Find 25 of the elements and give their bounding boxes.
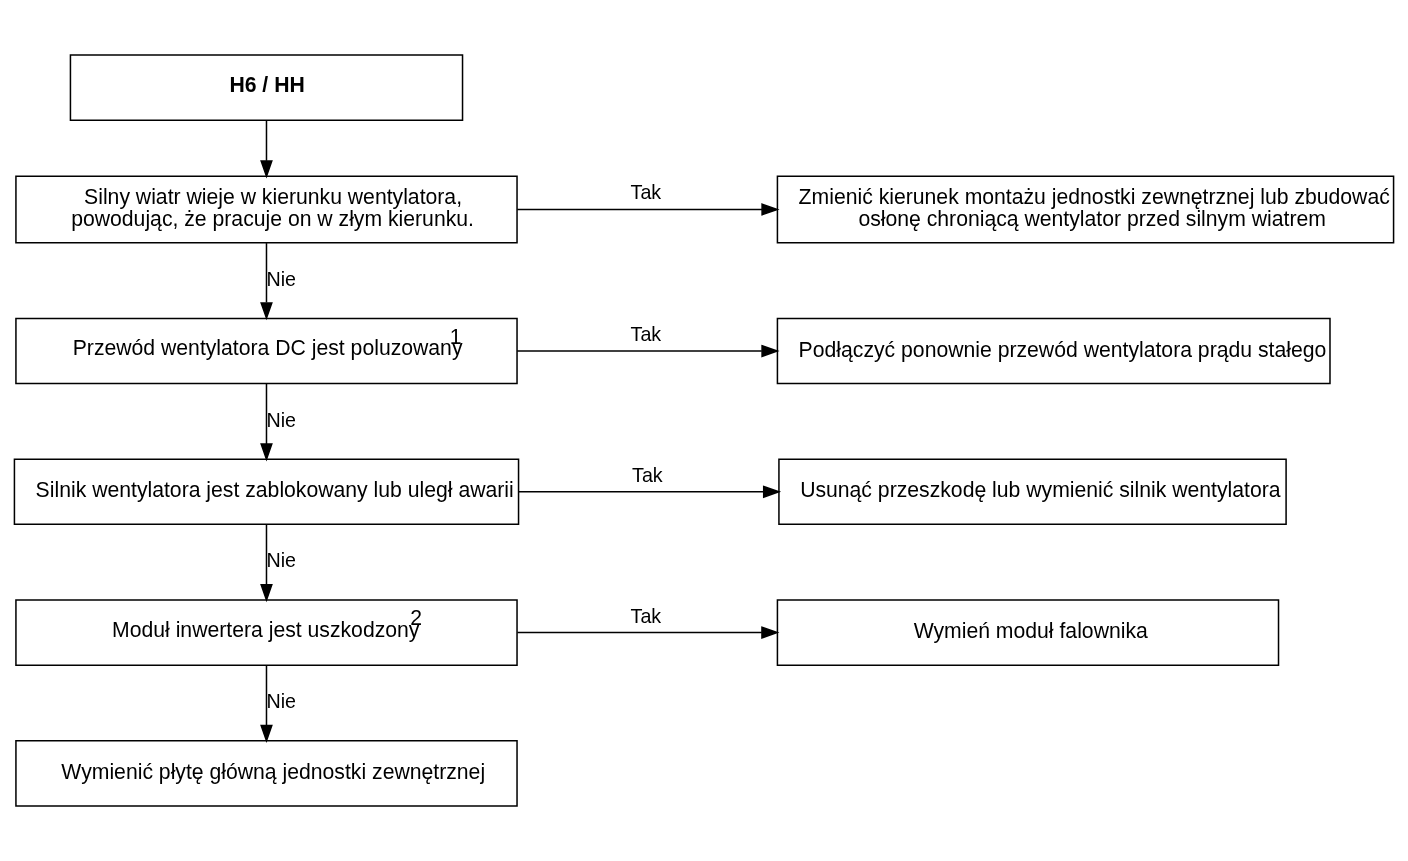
- arrow: [516, 626, 780, 639]
- edge-label: Tak: [630, 181, 662, 204]
- edge-label: Nie: [266, 267, 297, 290]
- arrow: [260, 523, 273, 603]
- edge-label: Tak: [630, 604, 662, 627]
- arrow: [516, 203, 780, 216]
- arrow: [260, 242, 273, 321]
- node-box: Wymień moduł falownika: [776, 599, 1280, 666]
- arrow: [518, 485, 782, 499]
- arrow: [516, 344, 780, 358]
- node-box: Wymienić płytę główną jednostki zewnętrznej: [15, 740, 518, 807]
- node-box: Usunąć przeszkodę lub wymienić silnik wentylatora: [778, 458, 1287, 526]
- node-box: H6 / HH: [69, 54, 464, 121]
- node-box: Podłączyć ponownie przewód wentylatora prądu stałego: [776, 317, 1331, 385]
- node-box: Zmienić kierunek montażu jednostki zewnętrznej lub zbudować osłonę chroniącą wentylator przed silnym wiatrem: [776, 175, 1395, 244]
- edge-label: Nie: [266, 549, 297, 572]
- edge-label: Nie: [266, 408, 297, 431]
- node-box: Silnik wentylatora jest zablokowany lub uległ awarii: [13, 458, 520, 526]
- node-box: Silny wiatr wieje w kierunku wentylatora, powodując, że pracuje on w złym kierunku.: [15, 175, 518, 244]
- edge-label: Tak: [632, 463, 663, 486]
- arrow: [260, 383, 273, 462]
- edge-label: Tak: [630, 323, 662, 346]
- edge-label: Nie: [266, 690, 297, 713]
- arrow: [260, 664, 273, 744]
- arrow: [260, 119, 273, 179]
